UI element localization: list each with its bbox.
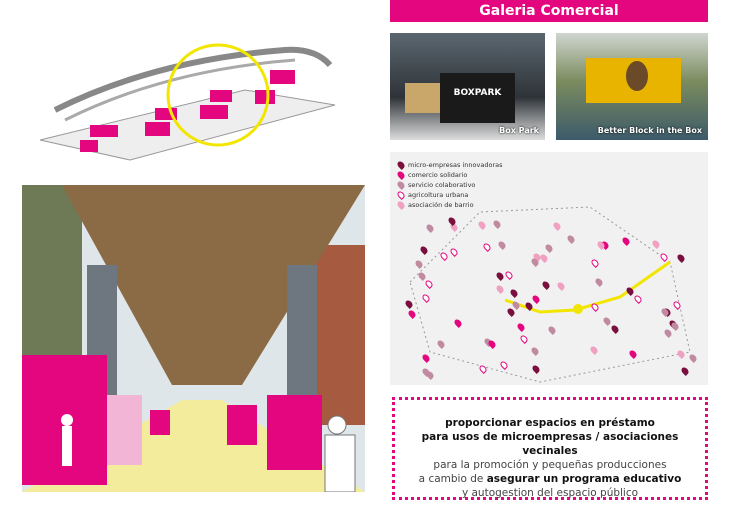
legend-item: micro-empresas innovadoras bbox=[396, 160, 503, 170]
legend-item: comercio solidario bbox=[396, 170, 503, 180]
box-line-1: proporcionar espacios en préstamo bbox=[445, 417, 655, 429]
boxpark-sign: BOXPARK bbox=[440, 73, 515, 123]
photo-caption: Better Block in the Box bbox=[597, 126, 702, 135]
photo-better-block: Better Block in the Box bbox=[556, 33, 708, 140]
map-pin-icon bbox=[396, 160, 406, 170]
legend-item: servicio colaborativo bbox=[396, 180, 503, 190]
legend-label: micro-empresas innovadoras bbox=[408, 161, 503, 169]
map-legend: micro-empresas innovadoras comercio solid… bbox=[396, 160, 503, 210]
proposal-text-box: proporcionar espacios en préstamo para u… bbox=[392, 397, 708, 500]
map-pin-icon bbox=[396, 170, 406, 180]
map-pin-icon bbox=[396, 200, 406, 210]
page-title: Galeria Comercial bbox=[390, 0, 708, 22]
legend-label: servicio colaborativo bbox=[408, 181, 476, 189]
legend-item: asociación de barrio bbox=[396, 200, 503, 210]
box-line-4a: a cambio de bbox=[418, 473, 487, 485]
box-line-5: y autogestion del espacio público bbox=[461, 487, 639, 499]
isometric-viaduct-drawing bbox=[39, 43, 336, 161]
legend-label: comercio solidario bbox=[408, 171, 468, 179]
viaduct-street-illustration bbox=[22, 185, 365, 492]
box-line-3: para la promoción y pequeñas produccione… bbox=[433, 459, 667, 471]
map-pin-icon bbox=[396, 190, 406, 200]
legend-label: asociación de barrio bbox=[408, 201, 474, 209]
legend-label: agricoltura urbana bbox=[408, 191, 469, 199]
box-line-4b: asegurar un programa educativo bbox=[486, 473, 682, 485]
box-line-2: para usos de microempresas / asociacione… bbox=[421, 431, 679, 457]
legend-item: agricoltura urbana bbox=[396, 190, 503, 200]
neighborhood-map: micro-empresas innovadoras comercio solid… bbox=[390, 152, 708, 385]
map-pin-icon bbox=[396, 180, 406, 190]
photo-caption: Box Park bbox=[499, 126, 539, 135]
photo-box-park: BOXPARK Box Park bbox=[390, 33, 545, 140]
